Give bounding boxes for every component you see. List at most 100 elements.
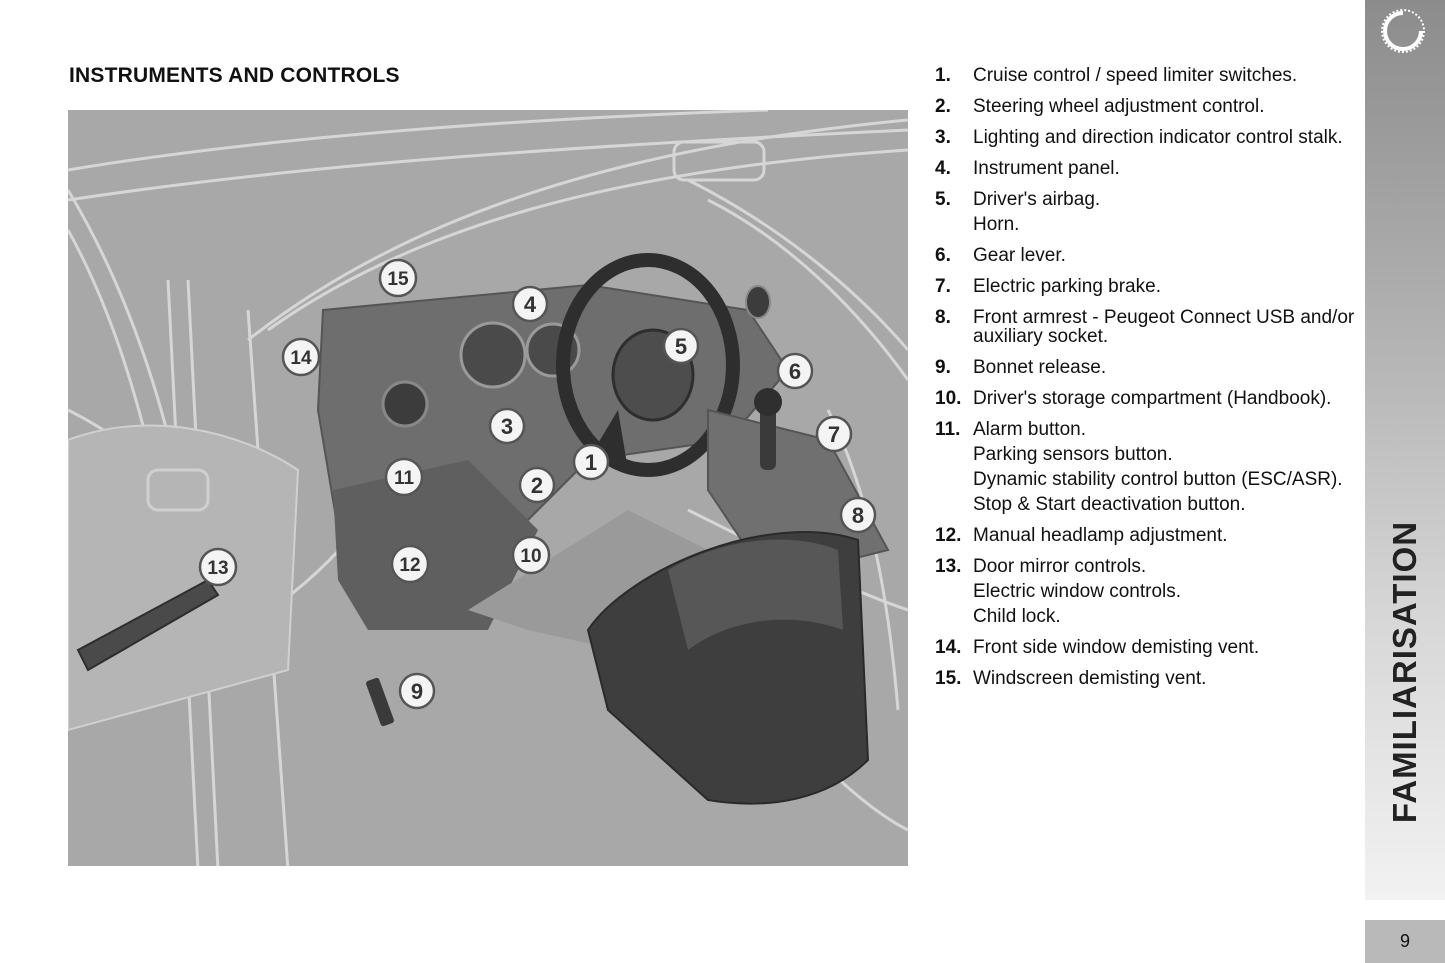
door-panel: [68, 424, 300, 732]
item-text: Electric parking brake.: [973, 276, 1161, 297]
legend-item: 8. Front armrest - Peugeot Connect USB an…: [935, 308, 1355, 346]
item-number: 2.: [935, 96, 951, 117]
callout-3: 3: [488, 407, 526, 445]
callout-label: 9: [411, 679, 423, 704]
gear-lever-shaft: [760, 400, 776, 470]
steering-wheel: [556, 253, 740, 477]
callout-label: 12: [399, 555, 420, 576]
item-number: 13.: [935, 556, 962, 577]
item-number: 6.: [935, 245, 951, 266]
item-text: Electric window controls.: [973, 581, 1182, 602]
lower-dash: [333, 460, 538, 630]
legend-item: 11. Alarm button. Parking sensors button. D…: [935, 420, 1355, 514]
callout-label: 3: [501, 414, 513, 439]
callout-1: 1: [572, 443, 610, 481]
instrument-dial-left: [459, 321, 527, 389]
callout-label: 2: [531, 473, 543, 498]
callout-13: 13: [198, 547, 238, 587]
dash-vent-right: [745, 285, 771, 319]
section-label: FAMILIARISATION: [1386, 520, 1423, 824]
item-text: Gear lever.: [973, 245, 1066, 266]
callout-11: 11: [384, 457, 424, 497]
item-text: Driver's storage compartment (Handbook).: [973, 388, 1332, 409]
callout-10: 10: [511, 535, 551, 575]
legend-item: 14.Front side window demisting vent.: [935, 638, 1355, 657]
item-number: 15.: [935, 668, 962, 689]
item-number: 1.: [935, 65, 951, 86]
callout-label: 5: [675, 334, 687, 359]
bonnet-release-lever: [366, 677, 394, 727]
item-text: Stop & Start deactivation button.: [973, 494, 1246, 515]
cockpit-illustration: 1 2 3 4 5 6 7 8: [68, 110, 908, 866]
item-number: 7.: [935, 276, 951, 297]
callout-15: 15: [378, 258, 418, 298]
item-text: Driver's airbag.: [973, 189, 1101, 210]
item-text: Front armrest - Peugeot Connect USB and/…: [973, 307, 1355, 347]
gear-lever-knob: [754, 388, 782, 416]
callout-14: 14: [281, 337, 321, 377]
callout-6: 6: [776, 352, 814, 390]
callout-5: 5: [662, 327, 700, 365]
legend-item: 9. Bonnet release.: [935, 358, 1355, 377]
callout-2: 2: [518, 466, 556, 504]
callout-label: 7: [828, 422, 840, 447]
item-text: Steering wheel adjustment control.: [973, 96, 1265, 117]
legend-item: 6. Gear lever.: [935, 246, 1355, 265]
callout-7: 7: [815, 415, 853, 453]
legend-item: 10. Driver's storage compartment (Handboo…: [935, 389, 1355, 408]
window-switch-panel: [76, 578, 220, 672]
item-text: Lighting and direction indicator control…: [973, 127, 1343, 148]
item-number: 10.: [935, 388, 962, 409]
callout-label: 14: [290, 348, 312, 369]
seat-cushion: [668, 539, 843, 650]
item-text: Horn.: [973, 214, 1020, 235]
item-number: 14.: [935, 637, 962, 658]
callout-label: 10: [520, 546, 541, 567]
door-handle: [146, 468, 210, 512]
callout-label: 15: [387, 269, 409, 290]
cockpit-drawing: 1 2 3 4 5 6 7 8: [68, 110, 908, 866]
dash-vent-left: [381, 380, 429, 428]
legend-item: 7. Electric parking brake.: [935, 277, 1355, 296]
item-number: 3.: [935, 127, 951, 148]
item-text: Door mirror controls.: [973, 556, 1147, 577]
item-number: 9.: [935, 357, 951, 378]
item-text: Alarm button.: [973, 419, 1086, 440]
item-text: Child lock.: [973, 606, 1061, 627]
callout-label: 6: [789, 359, 801, 384]
item-number: 5.: [935, 189, 951, 210]
item-text: Manual headlamp adjustment.: [973, 525, 1228, 546]
section-sidebar: [1365, 0, 1445, 900]
callout-label: 8: [852, 503, 864, 528]
item-number: 8.: [935, 307, 951, 328]
legend-item: 4. Instrument panel.: [935, 159, 1355, 178]
legend-item: 12. Manual headlamp adjustment.: [935, 526, 1355, 545]
item-number: 4.: [935, 158, 951, 179]
item-number: 11.: [935, 419, 961, 440]
legend-item: 1. Cruise control / speed limiter switche…: [935, 66, 1355, 85]
controls-legend: 1. Cruise control / speed limiter switche…: [935, 66, 1355, 700]
legend-item: 2. Steering wheel adjustment control.: [935, 97, 1355, 116]
legend-item: 3. Lighting and direction indicator contr…: [935, 128, 1355, 147]
legend-item: 15. Windscreen demisting vent.: [935, 669, 1355, 688]
item-text: Cruise control / speed limiter switches.: [973, 65, 1298, 86]
callout-8: 8: [839, 496, 877, 534]
callout-label: 4: [524, 292, 537, 317]
callout-4: 4: [511, 285, 549, 323]
page-number: 9: [1365, 920, 1445, 963]
callout-label: 11: [394, 468, 415, 489]
item-text: Parking sensors button.: [973, 444, 1173, 465]
item-text: Windscreen demisting vent.: [973, 668, 1207, 689]
item-text: Dynamic stability control button (ESC/AS…: [973, 469, 1343, 490]
section-ring-icon: [1381, 9, 1425, 53]
callout-9: 9: [398, 672, 436, 710]
callout-label: 1: [585, 450, 597, 475]
item-text: Instrument panel.: [973, 158, 1120, 179]
item-number: 12.: [935, 525, 962, 546]
callout-12: 12: [390, 544, 430, 584]
callout-label: 13: [207, 558, 228, 579]
legend-item: 5. Driver's airbag. Horn.: [935, 190, 1355, 234]
legend-item: 13. Door mirror controls. Electric window …: [935, 557, 1355, 626]
page-title: INSTRUMENTS AND CONTROLS: [69, 64, 400, 87]
item-text: Bonnet release.: [973, 357, 1107, 378]
